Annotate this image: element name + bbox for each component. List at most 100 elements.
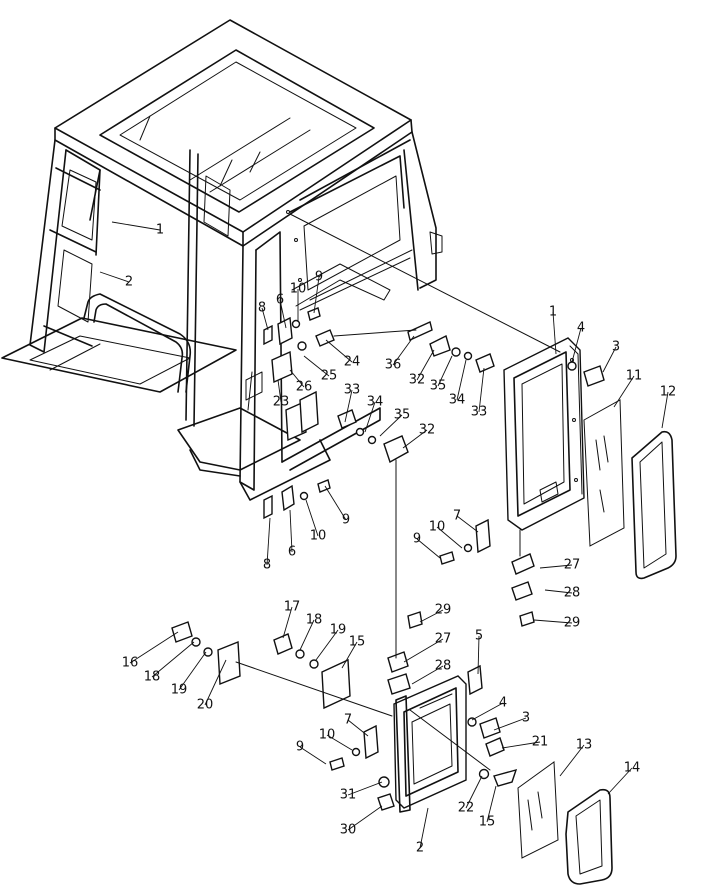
part-number-label: 9 [315, 270, 323, 285]
leader-line [347, 805, 383, 831]
part-number-label: 9 [296, 740, 304, 755]
part-number-label: 8 [263, 558, 271, 573]
leader-line [289, 369, 305, 388]
part-number-label: 29 [435, 603, 452, 618]
part-number-label: 34 [449, 393, 466, 408]
leader-line [129, 631, 179, 664]
part-number-label: 33 [471, 405, 488, 420]
leader-line [559, 744, 585, 777]
part-number-label: 4 [499, 696, 507, 711]
part-number-label: 16 [122, 656, 139, 671]
part-number-label: 27 [564, 558, 581, 573]
leader-line [552, 311, 557, 355]
leader-line [477, 635, 480, 675]
part-number-label: 4 [577, 321, 585, 336]
leader-line [364, 401, 376, 433]
part-number-label: 15 [349, 635, 366, 650]
leader-line [602, 346, 617, 373]
leader-line [326, 734, 353, 751]
leader-line [315, 629, 339, 661]
part-number-label: 5 [475, 629, 483, 644]
leader-line [303, 355, 330, 377]
part-number-label: 29 [564, 616, 581, 631]
leader-line [279, 299, 287, 329]
part-number-label: 9 [413, 532, 421, 547]
part-number-label: 13 [576, 738, 593, 753]
part-number-label: 28 [564, 586, 581, 601]
leader-line [416, 538, 441, 559]
leader-line [456, 515, 479, 533]
leader-line [392, 335, 415, 366]
part-number-label: 35 [394, 408, 411, 423]
leader-line [416, 349, 435, 381]
leader-line [344, 389, 353, 423]
leader-line [471, 702, 504, 721]
part-number-label: 22 [458, 801, 475, 816]
leader-line [204, 659, 227, 706]
part-number-label: 10 [290, 282, 307, 297]
part-number-label: 12 [660, 385, 677, 400]
leader-line [347, 781, 383, 796]
part-number-label: 33 [344, 383, 361, 398]
leader-line [261, 307, 269, 331]
part-number-label: 21 [532, 735, 549, 750]
part-number-label: 23 [273, 395, 290, 410]
leader-line [305, 499, 319, 537]
leader-line [456, 359, 467, 401]
lower-glass [517, 761, 559, 859]
leader-line [571, 327, 582, 363]
upper-seal [631, 430, 677, 580]
part-number-label: 7 [453, 509, 461, 524]
leader-line [437, 355, 453, 387]
leader-line [607, 767, 633, 795]
part-number-label: 28 [435, 659, 452, 674]
leader-line [325, 339, 353, 363]
part-number-label: 25 [321, 369, 338, 384]
part-number-label: 19 [330, 623, 347, 638]
part-number-label: 34 [367, 395, 384, 410]
part-number-label: 2 [125, 275, 133, 290]
part-number-label: 26 [296, 380, 313, 395]
leader-line [178, 651, 207, 691]
part-number-label: 35 [430, 379, 447, 394]
leader-line [289, 509, 293, 553]
part-number-label: 6 [276, 293, 284, 308]
leader-line [493, 717, 527, 731]
part-number-label: 19 [171, 683, 188, 698]
part-number-label: 20 [197, 698, 214, 713]
leader-line [478, 367, 485, 413]
leader-line [465, 775, 483, 809]
upper-glass [583, 399, 625, 547]
leader-line [266, 517, 271, 566]
leader-line [379, 414, 403, 437]
hardware-parts [171, 210, 605, 811]
leader-line [299, 619, 315, 651]
lower-window-frame [393, 675, 467, 813]
leader-line [111, 221, 161, 231]
part-number-label: 32 [419, 423, 436, 438]
leader-line [347, 719, 369, 737]
part-number-label: 10 [429, 520, 446, 535]
part-number-label: 11 [626, 369, 643, 384]
leader-line [544, 589, 573, 594]
part-number-label: 24 [344, 355, 361, 370]
part-number-label: 7 [344, 713, 352, 728]
leader-line [324, 485, 347, 521]
part-number-label: 18 [306, 613, 323, 628]
leader-line [419, 609, 444, 623]
part-number-label: 10 [319, 728, 336, 743]
leader-line [411, 665, 444, 685]
leader-line [402, 429, 428, 449]
leader-line [151, 641, 195, 678]
leader-line [661, 391, 669, 429]
leader-line [282, 606, 293, 639]
leader-line [277, 379, 282, 403]
part-number-label: 31 [340, 788, 357, 803]
part-number-label: 15 [479, 815, 496, 830]
leader-line [539, 564, 573, 569]
leader-line [341, 641, 358, 669]
leader-line [313, 276, 320, 314]
part-number-label: 3 [522, 711, 530, 726]
